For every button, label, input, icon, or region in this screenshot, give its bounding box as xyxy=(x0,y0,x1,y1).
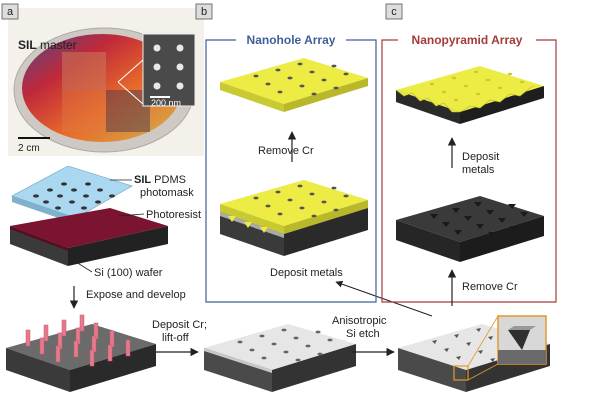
sem-holes xyxy=(153,44,184,90)
pitted-block xyxy=(396,196,544,262)
deposit-cr-label-2: lift-off xyxy=(162,332,190,344)
sem-scale-label: 200 nm xyxy=(151,98,181,108)
deposited-holes xyxy=(253,184,349,218)
nanohole-deposited-block xyxy=(220,180,368,256)
svg-text:a: a xyxy=(7,6,14,18)
wafer-label: Si (100) wafer xyxy=(94,267,163,279)
nanopyramid-title: Nanopyramid Array xyxy=(412,33,523,47)
remove-cr-c-label: Remove Cr xyxy=(462,281,518,293)
mask-posts xyxy=(33,182,115,210)
expose-label: Expose and develop xyxy=(86,289,186,301)
sem-inset xyxy=(117,33,196,107)
wafer-leader xyxy=(75,261,93,273)
etch-zoom-inset xyxy=(453,315,547,381)
pyramid-edge-right xyxy=(459,85,535,113)
pyramid-edge-left xyxy=(395,89,460,113)
mask-label-line1: SIL PDMS xyxy=(134,174,186,186)
panel-c-badge: c xyxy=(385,3,403,20)
deposit-cr-label-1: Deposit Cr; xyxy=(152,319,207,331)
deposit-metals-c-label-1: Deposit xyxy=(462,151,499,163)
nanohole-frame xyxy=(205,39,377,303)
nanopyramid-slab xyxy=(395,66,544,124)
panel-a-badge: a xyxy=(1,3,19,20)
nanohole-slab xyxy=(220,58,368,112)
photo-scale-label: 2 cm xyxy=(18,143,40,154)
pyramid-tips xyxy=(429,70,525,102)
master-photo xyxy=(8,8,204,156)
panel-b-badge: b xyxy=(195,3,213,20)
pits xyxy=(430,202,528,237)
nanohole-title: Nanohole Array xyxy=(247,33,336,47)
remove-cr-b-label: Remove Cr xyxy=(258,145,314,157)
resist-wafer-block xyxy=(10,208,168,266)
photoresist-label: Photoresist xyxy=(146,209,201,221)
etch-label-2: Si etch xyxy=(346,328,380,340)
master-label: SIL master xyxy=(18,38,77,52)
nanohole-holes xyxy=(253,62,349,96)
mask-label-line2: photomask xyxy=(140,187,194,199)
cr-block xyxy=(204,324,356,392)
deposit-metals-b-label: Deposit metals xyxy=(270,267,343,279)
cr-holes xyxy=(237,328,333,362)
svg-text:b: b xyxy=(201,6,207,18)
svg-text:c: c xyxy=(391,6,397,18)
posts-block xyxy=(6,314,156,392)
deposit-metals-diag-arrow xyxy=(335,280,433,317)
nanopyramid-frame xyxy=(381,39,557,303)
photoresist-posts xyxy=(25,314,131,367)
deposit-metals-c-label-2: metals xyxy=(462,164,495,176)
deposited-pyramids xyxy=(228,216,268,233)
etch-label-1: Anisotropic xyxy=(332,315,387,327)
photoresist-leader xyxy=(117,213,145,217)
